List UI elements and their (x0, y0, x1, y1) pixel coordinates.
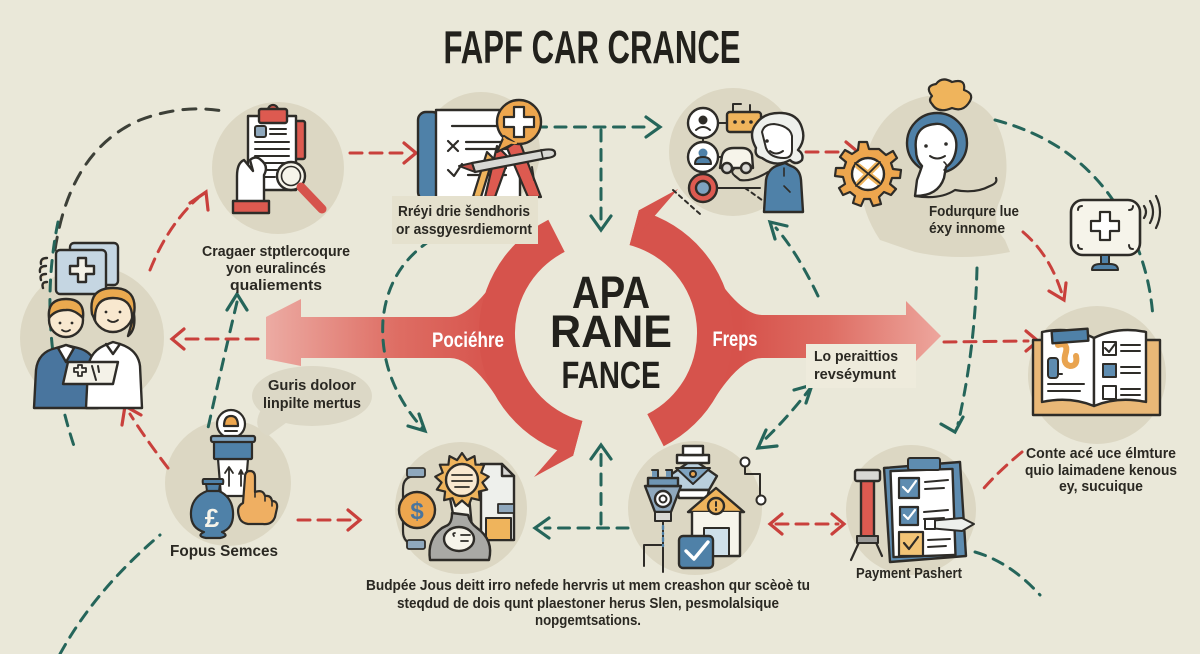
svg-text:Rréyi drie šendhoris: Rréyi drie šendhoris (398, 204, 530, 220)
svg-text:revséymunt: revséymunt (814, 367, 896, 383)
svg-text:Budpée Jous deitt irro nefede: Budpée Jous deitt irro nefede hervris ut… (366, 577, 810, 594)
svg-text:Fodurqure lue: Fodurqure lue (929, 204, 1019, 220)
svg-text:linpilte mertus: linpilte mertus (263, 396, 361, 412)
svg-text:Cragaer stptlercoqure: Cragaer stptlercoqure (202, 244, 350, 260)
svg-text:RANE: RANE (550, 306, 672, 357)
svg-text:Freps: Freps (713, 328, 758, 351)
svg-text:or assgyesrdiemornt: or assgyesrdiemornt (396, 222, 532, 238)
svg-text:Conte acé uce élmture: Conte acé uce élmture (1026, 446, 1176, 462)
svg-text:steqdud de dois qunt plaestone: steqdud de dois qunt plaestoner herus Sl… (397, 595, 779, 612)
svg-text:ey, sucuique: ey, sucuique (1059, 479, 1143, 495)
svg-text:Fopus Semces: Fopus Semces (170, 543, 278, 560)
svg-text:FAPF CAR CRANCE: FAPF CAR CRANCE (444, 21, 741, 73)
svg-text:Payment Pashert: Payment Pashert (856, 565, 962, 582)
svg-text:APA: APA (572, 267, 650, 318)
svg-text:qualiements: qualiements (230, 278, 322, 294)
svg-text:Lo peraittios: Lo peraittios (814, 349, 898, 365)
svg-text:£: £ (205, 503, 220, 533)
svg-text:FANCE: FANCE (562, 355, 661, 397)
svg-text:$: $ (410, 498, 424, 525)
svg-text:yon euralincés: yon euralincés (226, 261, 326, 277)
svg-text:nopgemtsations.: nopgemtsations. (535, 612, 641, 629)
svg-text:Guris doloor: Guris doloor (268, 378, 356, 394)
svg-text:quio laimadene kenous: quio laimadene kenous (1025, 463, 1177, 479)
svg-text:Pociéhre: Pociéhre (432, 329, 504, 352)
svg-text:éxy innome: éxy innome (929, 221, 1005, 237)
